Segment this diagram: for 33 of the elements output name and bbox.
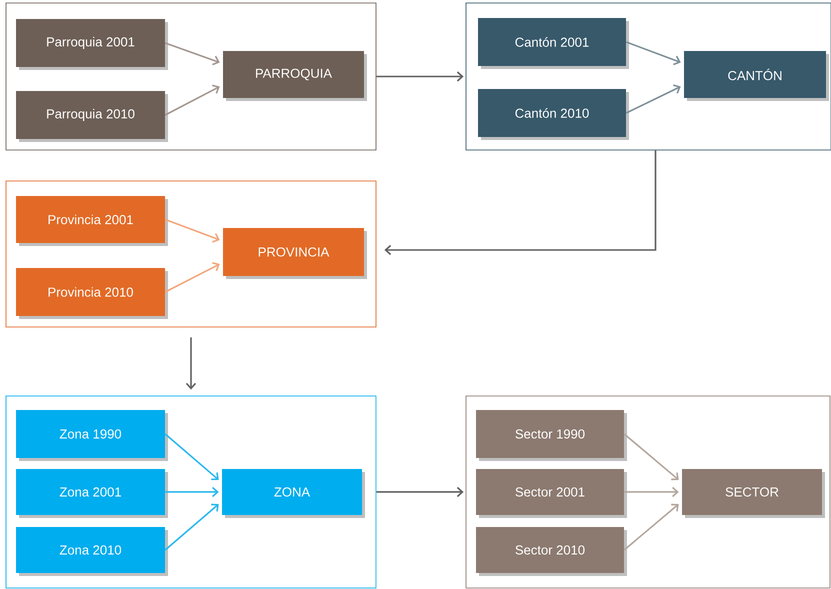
- label-box: Cantón 2010: [478, 89, 626, 137]
- label-box: Sector 2001: [476, 468, 624, 515]
- label-box: Parroquia 2010: [16, 91, 165, 139]
- arrow: [384, 150, 656, 256]
- arrow: [186, 337, 196, 390]
- label-box: CANTÓN: [684, 51, 826, 98]
- arrow: [626, 41, 681, 66]
- arrow: [164, 504, 219, 551]
- arrow: [376, 486, 464, 498]
- label-box: PARROQUIA: [223, 51, 364, 98]
- label-box: ZONA: [222, 468, 362, 515]
- arrow: [624, 433, 679, 480]
- label-box: Zona 1990: [16, 410, 165, 458]
- label-box: Sector 1990: [476, 410, 624, 458]
- arrow: [164, 42, 220, 66]
- label-box: Cantón 2001: [478, 18, 626, 66]
- label-box: SECTOR: [682, 468, 822, 515]
- label-box: Zona 2001: [16, 468, 165, 515]
- arrow: [624, 504, 679, 551]
- arrow: [626, 84, 681, 114]
- arrow: [376, 71, 464, 82]
- label-box: Parroquia 2001: [16, 19, 165, 67]
- arrow: [624, 486, 679, 498]
- label-box: Provincia 2010: [16, 268, 165, 316]
- label-box: Zona 2010: [16, 526, 165, 573]
- arrow: [164, 433, 219, 480]
- arrow: [164, 262, 220, 293]
- label-box: PROVINCIA: [223, 228, 364, 276]
- label-box: Provincia 2001: [16, 196, 165, 243]
- label-box: Sector 2010: [476, 526, 624, 573]
- arrow: [164, 84, 220, 116]
- arrow: [164, 218, 220, 243]
- arrow: [165, 486, 219, 498]
